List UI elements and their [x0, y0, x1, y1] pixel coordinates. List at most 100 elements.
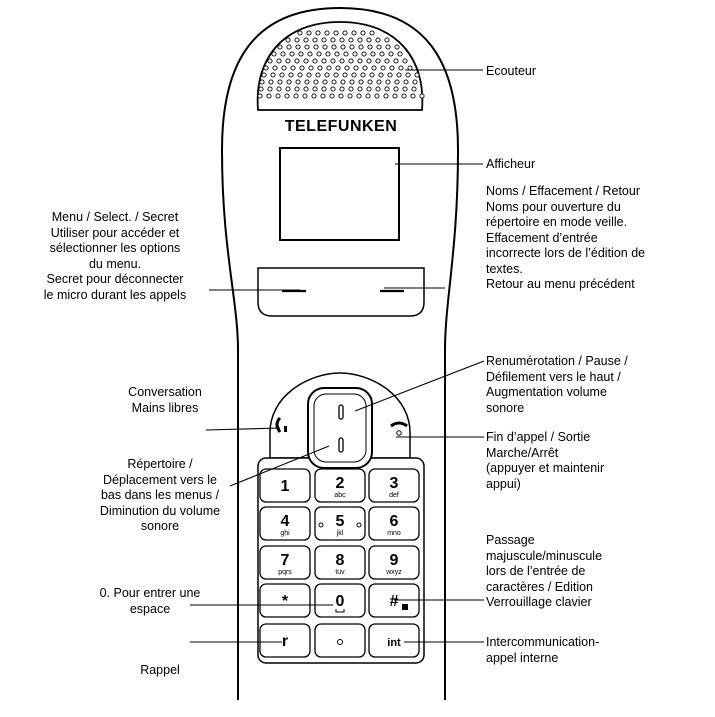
speaker-hole — [286, 79, 292, 85]
speaker-hole — [306, 30, 312, 36]
speaker-hole — [361, 51, 367, 57]
key-digit: 6 — [390, 513, 399, 530]
speaker-hole — [339, 86, 345, 92]
speaker-hole — [393, 86, 399, 92]
speaker-hole — [279, 72, 285, 78]
space-icon — [335, 609, 345, 613]
nav-up-mark[interactable] — [338, 404, 344, 420]
speaker-hole — [313, 44, 319, 50]
speaker-hole — [294, 37, 300, 43]
key-int[interactable]: int — [368, 623, 420, 658]
speaker-hole — [402, 58, 408, 64]
speaker-hole — [374, 93, 380, 99]
speaker-hole — [304, 79, 310, 85]
key-1[interactable]: 1 — [259, 468, 311, 503]
label-afficheur: Afficheur — [486, 157, 536, 171]
speaker-hole — [352, 51, 358, 57]
speaker-hole — [308, 65, 314, 71]
speaker-hole — [401, 93, 407, 99]
key-letters: tuv — [335, 569, 345, 576]
speaker-hole — [293, 93, 299, 99]
speaker-hole — [366, 37, 372, 43]
key-letters: abc — [334, 492, 346, 499]
speaker-hole — [371, 65, 377, 71]
speaker-hole — [307, 51, 313, 57]
key-0[interactable]: 0 — [314, 583, 366, 618]
speaker-hole — [306, 72, 312, 78]
speaker-hole — [357, 86, 363, 92]
speaker-hole — [367, 79, 373, 85]
speaker-hole — [312, 86, 318, 92]
key-digit: 5 — [336, 513, 345, 530]
key-digit: 2 — [336, 475, 345, 492]
speaker-hole — [326, 65, 332, 71]
speaker-hole — [316, 51, 322, 57]
key-r[interactable]: r — [259, 623, 311, 658]
speaker-hole — [342, 72, 348, 78]
speaker-hole — [402, 86, 408, 92]
end-call-button[interactable] — [390, 421, 408, 436]
speaker-hole — [276, 86, 282, 92]
key-dot[interactable] — [314, 623, 366, 658]
speaker-hole — [329, 93, 335, 99]
speaker-hole — [339, 58, 345, 64]
speaker-hole — [333, 72, 339, 78]
key-digit: # — [390, 593, 399, 610]
brand-logo: TELEFUNKEN — [285, 118, 398, 135]
leader-lines — [190, 69, 485, 643]
speaker-hole — [343, 51, 349, 57]
speaker-hole — [387, 72, 393, 78]
speaker-hole — [366, 58, 372, 64]
speaker-hole — [375, 86, 381, 92]
talk-button[interactable] — [275, 416, 287, 433]
speaker-hole — [270, 72, 276, 78]
speaker-hole — [288, 72, 294, 78]
speaker-hole — [330, 86, 336, 92]
speaker-holes — [257, 30, 425, 99]
label-ecouteur: Ecouteur — [486, 64, 537, 78]
speaker-hole — [320, 93, 326, 99]
lock-icon — [402, 604, 408, 610]
speaker-hole — [290, 65, 296, 71]
speaker-hole — [259, 79, 265, 85]
key-letters: def — [389, 492, 399, 499]
speaker-hole — [375, 58, 381, 64]
tactile-dot — [356, 522, 362, 528]
key-letters: pqrs — [278, 569, 292, 576]
key-letters: wxyz — [385, 569, 402, 576]
speaker-hole — [376, 79, 382, 85]
speaker-hole — [315, 30, 321, 36]
speaker-hole — [285, 37, 291, 43]
key-digit: int — [387, 637, 401, 649]
nav-down-mark[interactable] — [338, 437, 344, 453]
speaker-hole — [358, 44, 364, 50]
speaker-hole — [367, 44, 373, 50]
navigation-key-inner — [313, 393, 367, 463]
key-digit: * — [282, 593, 289, 610]
display-screen — [279, 147, 400, 241]
speaker-hole — [276, 58, 282, 64]
tactile-dot — [318, 522, 324, 528]
speaker-hole — [403, 79, 409, 85]
speaker-hole — [295, 44, 301, 50]
key-letters: ghi — [280, 530, 290, 537]
softkey-panel — [257, 267, 425, 317]
speaker-hole — [298, 51, 304, 57]
key-star[interactable]: * — [259, 583, 311, 618]
speaker-hole — [277, 44, 283, 50]
speaker-hole — [277, 79, 283, 85]
speaker-hole — [383, 93, 389, 99]
speaker-hole — [330, 58, 336, 64]
speaker-hole — [357, 37, 363, 43]
speaker-hole — [303, 58, 309, 64]
